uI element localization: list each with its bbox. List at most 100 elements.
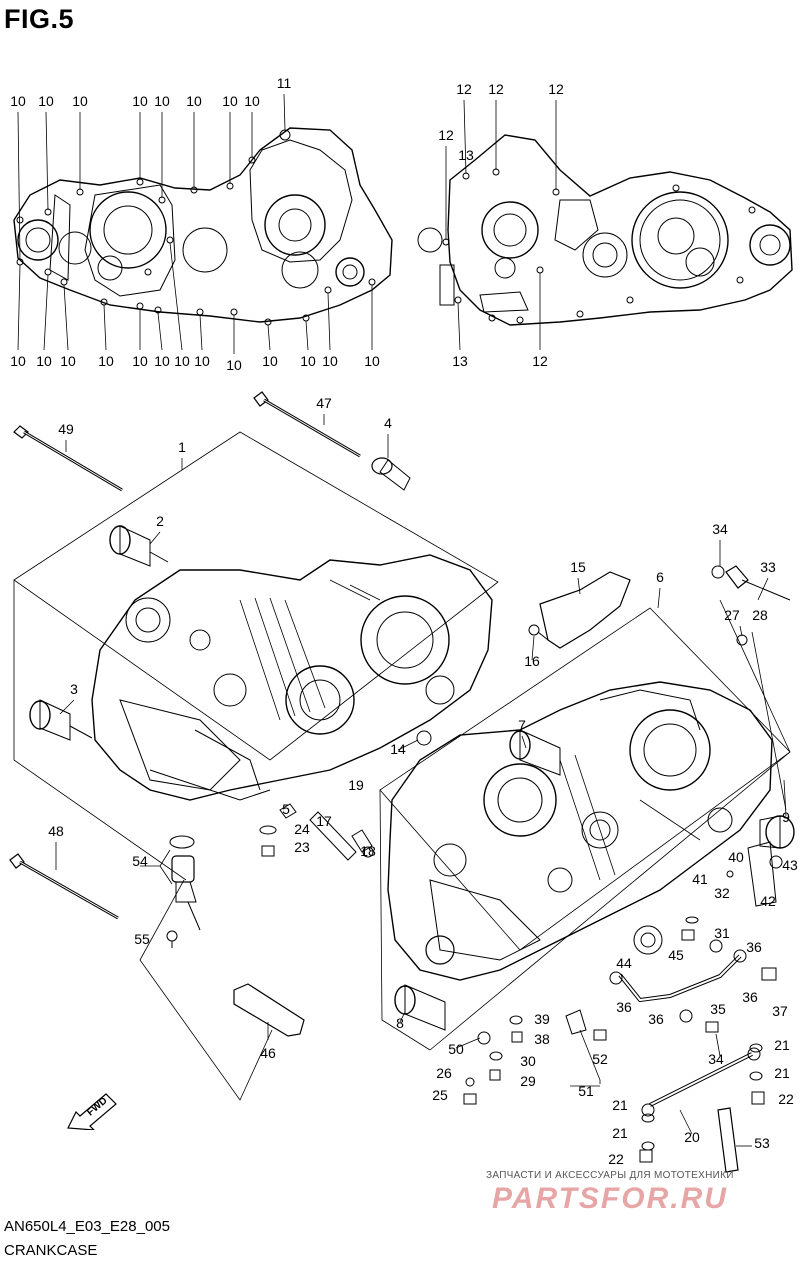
- callout-50: 50: [448, 1041, 464, 1057]
- callout-12: 12: [548, 81, 564, 97]
- callout-19: 19: [348, 777, 364, 793]
- oil-pressure-switch-54: [169, 835, 201, 931]
- callout-10: 10: [10, 93, 26, 109]
- callout-32: 32: [714, 885, 730, 901]
- callout-1: 1: [178, 439, 186, 455]
- leaders-top-right: [445, 99, 557, 351]
- dowel-46: [233, 983, 305, 1037]
- callout-53: 53: [754, 1135, 770, 1151]
- callout-55: 55: [134, 931, 150, 947]
- callout-4: 4: [384, 415, 392, 431]
- watermark-logo: PARTSFOR.RU: [492, 1182, 728, 1215]
- watermark-caption: ЗАПЧАСТИ И АКСЕССУАРЫ ДЛЯ МОТОТЕХНИКИ: [486, 1170, 734, 1181]
- callout-14: 14: [390, 741, 406, 757]
- oil-line-20: [641, 1047, 761, 1117]
- bearing-7: [509, 729, 561, 776]
- callout-12: 12: [532, 353, 548, 369]
- bearing-8: [394, 984, 446, 1031]
- callout-21: 21: [612, 1097, 628, 1113]
- callout-9: 9: [782, 809, 790, 825]
- callout-13: 13: [458, 147, 474, 163]
- callout-10: 10: [194, 353, 210, 369]
- plug-9: [759, 815, 795, 849]
- callout-10: 10: [132, 353, 148, 369]
- bolt-16: [528, 624, 549, 641]
- callout-12: 12: [456, 81, 472, 97]
- callout-38: 38: [534, 1031, 550, 1047]
- callout-10: 10: [364, 353, 380, 369]
- callout-36: 36: [746, 939, 762, 955]
- callout-52: 52: [592, 1051, 608, 1067]
- bearing-2: [109, 525, 169, 567]
- callout-10: 10: [10, 353, 26, 369]
- callout-10: 10: [36, 353, 52, 369]
- callout-36: 36: [648, 1011, 664, 1027]
- callout-39: 39: [534, 1011, 550, 1027]
- callout-10: 10: [300, 353, 316, 369]
- forward-arrow-icon: FWD: [66, 1090, 120, 1131]
- callout-37: 37: [772, 1003, 788, 1019]
- cover-15: [539, 571, 631, 649]
- diagram-name: CRANKCASE: [4, 1242, 98, 1259]
- callout-20: 20: [684, 1129, 700, 1145]
- parts-5-17-19-23-24: [259, 803, 374, 861]
- callout-44: 44: [616, 955, 632, 971]
- callout-10: 10: [244, 93, 260, 109]
- clamp-53: [717, 1107, 739, 1173]
- callout-35: 35: [710, 1001, 726, 1017]
- callout-47: 47: [316, 395, 332, 411]
- callout-12: 12: [488, 81, 504, 97]
- callout-43: 43: [782, 857, 798, 873]
- bolt-49: [13, 425, 123, 492]
- callout-10: 10: [98, 353, 114, 369]
- callout-36: 36: [616, 999, 632, 1015]
- callout-10: 10: [262, 353, 278, 369]
- callout-13: 13: [452, 353, 468, 369]
- oil-seal-14: [416, 730, 432, 746]
- callout-10: 10: [72, 93, 88, 109]
- callout-45: 45: [668, 947, 684, 963]
- callout-28: 28: [752, 607, 768, 623]
- callout-11: 11: [277, 75, 292, 91]
- callout-6: 6: [656, 569, 664, 585]
- callout-21: 21: [774, 1065, 790, 1081]
- callout-36: 36: [742, 989, 758, 1005]
- callout-24: 24: [294, 821, 310, 837]
- callout-48: 48: [48, 823, 64, 839]
- callout-10: 10: [322, 353, 338, 369]
- callout-29: 29: [520, 1073, 536, 1089]
- callout-17: 17: [316, 813, 332, 829]
- callout-51: 51: [578, 1083, 594, 1099]
- crankcase-left-assembly: [13, 431, 499, 881]
- screw-55: [166, 930, 178, 948]
- bolt-48: [9, 853, 119, 920]
- bolt-33-washer-34: [711, 565, 791, 646]
- callout-2: 2: [156, 513, 164, 529]
- left-crankcase-bolt-view: [13, 127, 393, 326]
- callout-5: 5: [282, 801, 290, 817]
- callout-27: 27: [724, 607, 740, 623]
- callout-10: 10: [60, 353, 76, 369]
- callout-49: 49: [58, 421, 74, 437]
- callout-33: 33: [760, 559, 776, 575]
- callout-3: 3: [70, 681, 78, 697]
- callout-10: 10: [174, 353, 190, 369]
- callout-40: 40: [728, 849, 744, 865]
- callout-26: 26: [436, 1065, 452, 1081]
- small-parts-right: [463, 841, 783, 1163]
- callout-34: 34: [712, 521, 728, 537]
- callout-10: 10: [222, 93, 238, 109]
- callout-10: 10: [226, 357, 242, 373]
- callout-12: 12: [438, 127, 454, 143]
- callout-21: 21: [774, 1037, 790, 1053]
- callout-21: 21: [612, 1125, 628, 1141]
- callout-46: 46: [260, 1045, 276, 1061]
- callout-31: 31: [714, 925, 730, 941]
- diagram-code: AN650L4_E03_E28_005: [4, 1218, 170, 1235]
- callout-34: 34: [708, 1051, 724, 1067]
- callout-8: 8: [396, 1015, 404, 1031]
- callout-23: 23: [294, 839, 310, 855]
- callout-10: 10: [38, 93, 54, 109]
